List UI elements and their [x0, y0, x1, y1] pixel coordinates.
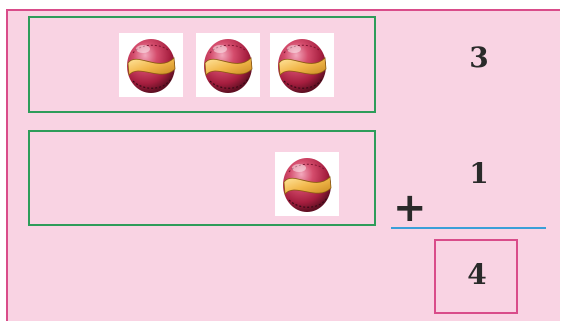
plus-operator: + [393, 188, 427, 228]
first-addend: 3 [459, 44, 499, 72]
second-addend: 1 [459, 160, 499, 188]
ball-icon [270, 33, 334, 97]
ball-icon [119, 33, 183, 97]
sum-value: 4 [457, 261, 497, 289]
sum-line [391, 227, 546, 229]
ball-icon [275, 152, 339, 216]
ball-icon [196, 33, 260, 97]
